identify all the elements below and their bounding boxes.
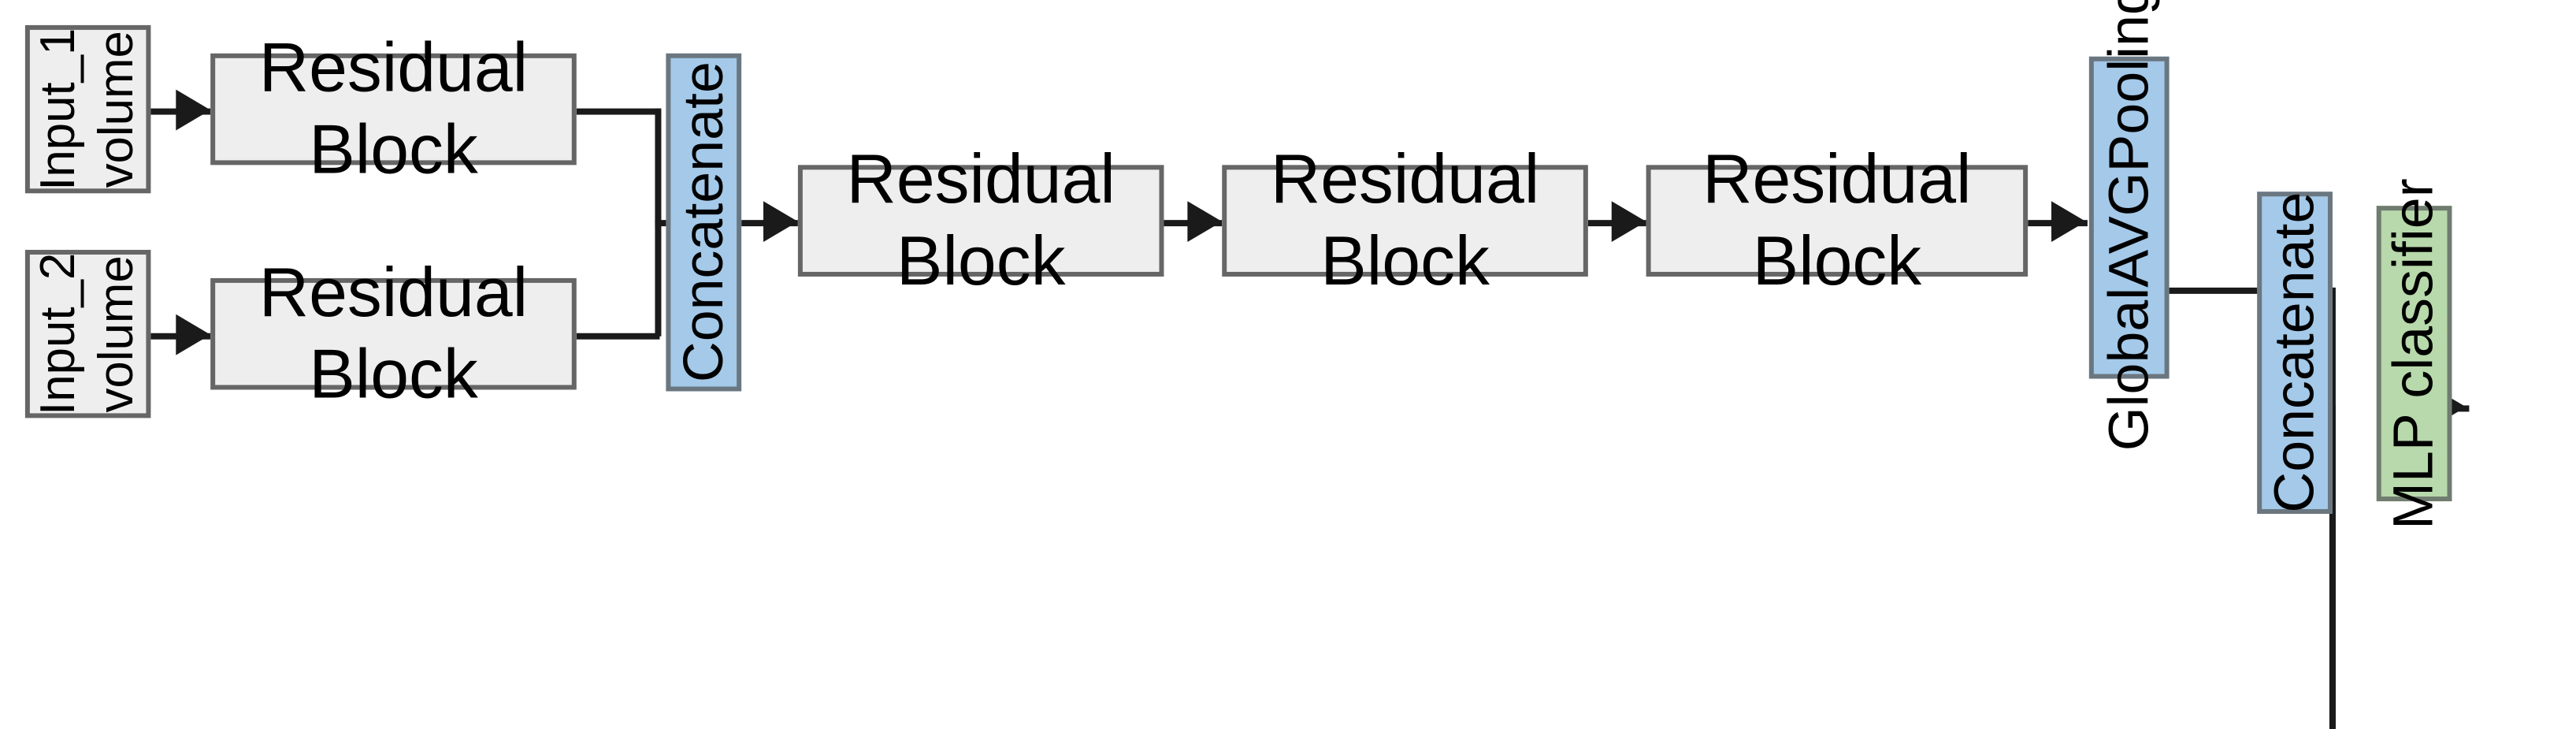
- arrowhead-rb3-to-rb4: [1187, 201, 1223, 243]
- node-input-2-volume-label: Input_2 volume: [30, 252, 143, 415]
- arrowhead-input1-to-rb1: [176, 89, 211, 131]
- node-residual-block-2-label: Residual Block: [258, 254, 529, 413]
- node-residual-block-5-label: Residual Block: [1702, 140, 1972, 299]
- node-residual-block-3-label: Residual Block: [846, 140, 1115, 299]
- node-residual-block-2[interactable]: Residual Block: [210, 254, 577, 412]
- edge-rb2-up: [655, 220, 662, 337]
- node-residual-block-1-label: Residual Block: [258, 29, 529, 188]
- node-global-avg-pooling[interactable]: GlobalAVGPooling: [2088, 0, 2170, 452]
- edge-rb1-down: [655, 108, 662, 224]
- node-residual-block-3[interactable]: Residual Block: [797, 141, 1164, 299]
- edge-rail-up-to-concat2: [2329, 405, 2336, 729]
- node-concatenate-2[interactable]: Concatenate: [2257, 192, 2333, 515]
- node-global-avg-pooling-label: GlobalAVGPooling: [2095, 0, 2161, 452]
- edge-rb2-out: [576, 333, 660, 340]
- node-mlp-classifier-label: MLP classifier: [2381, 177, 2446, 530]
- node-input-2-volume[interactable]: Input_2 volume: [24, 250, 151, 418]
- node-residual-block-4-label: Residual Block: [1270, 140, 1540, 299]
- edge-gap-out: [2169, 287, 2334, 294]
- node-input-1-volume[interactable]: Input_1 volume: [24, 24, 151, 194]
- arrowhead-rb5-to-gap: [2051, 201, 2086, 243]
- node-concatenate-2-label: Concatenate: [2261, 192, 2326, 514]
- arrowhead-concat1-to-rb3: [763, 201, 798, 243]
- node-residual-block-5[interactable]: Residual Block: [1646, 141, 2029, 299]
- arrowhead-rb4-to-rb5: [1611, 201, 1646, 243]
- node-concatenate-1[interactable]: Concatenate: [666, 53, 742, 392]
- node-residual-block-4[interactable]: Residual Block: [1222, 141, 1588, 299]
- node-residual-block-1[interactable]: Residual Block: [210, 29, 577, 188]
- edge-rb1-out: [576, 108, 660, 115]
- node-mlp-classifier[interactable]: MLP classifier: [2376, 178, 2452, 529]
- arrowhead-input2-to-rb2: [176, 314, 211, 355]
- node-concatenate-1-label: Concatenate: [670, 61, 735, 383]
- node-input-1-volume-label: Input_1 volume: [30, 28, 143, 191]
